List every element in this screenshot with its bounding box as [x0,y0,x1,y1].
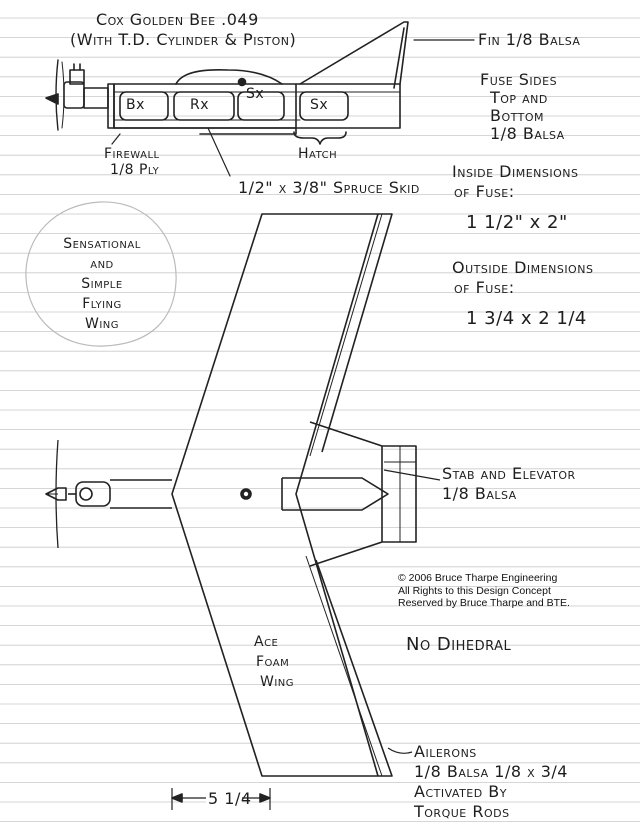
title-line-2: and [90,256,114,272]
chord-dim-label: 5 1/4 [208,789,252,808]
no-dihedral-label: No Dihedral [406,634,512,655]
title-line-3: Simple [81,276,123,292]
side-spinner [45,93,59,105]
side-skid [113,127,297,135]
outside-dim-label-1: Outside Dimensions [452,258,594,277]
outside-dim-label-2: of Fuse: [454,278,515,297]
side-firewall [107,83,115,129]
title-line-4: Flying [82,296,122,312]
compartment-rx [173,91,235,121]
foam-label-1: Ace [254,634,279,650]
firewall-label-1: Firewall [104,146,160,162]
compartment-sx-1 [237,91,285,121]
top-propeller [55,439,59,549]
side-canopy [175,68,283,85]
fuse-sides-label-2: Top and [490,88,548,107]
compartment-sx-label-2: Sx [310,97,329,113]
title-line-1: Sensational [63,236,141,252]
side-fin [299,21,409,85]
compartment-rx-label: Rx [190,97,210,113]
copyright-line-2: All Rights to this Design Concept [398,584,551,597]
compartment-sx-label-1: Sx [246,86,265,102]
foam-label-3: Wing [260,674,295,690]
ruled-lines [0,17,640,822]
compartment-sx-2 [299,91,349,121]
title-circle [25,201,177,347]
foam-label-2: Foam [256,654,290,670]
fuse-sides-label-1: Fuse Sides [480,70,558,89]
ailerons-label-1: Ailerons [414,742,477,761]
ailerons-label-2: 1/8 Balsa 1/8 x 3/4 [414,762,568,781]
engine-line2: (With T.D. Cylinder & Piston) [70,30,297,49]
hatch-bracket [293,131,347,145]
side-engine [63,81,85,109]
fin-label: Fin 1/8 Balsa [478,30,581,49]
fuselage-side-view [45,21,475,177]
aileron-top [321,213,393,453]
engine-line1: Cox Golden Bee .049 [96,10,259,29]
title-line-5: Wing [84,316,120,332]
wing-outline [171,213,379,777]
ailerons-label-3: Activated By [414,782,508,801]
inside-dim-label-1: Inside Dimensions [452,162,579,181]
stabilizer [309,421,417,567]
top-engine [75,481,111,507]
outside-dim-value: 1 3/4 x 2 1/4 [466,308,587,329]
copyright-notice: © 2006 Bruce Tharpe Engineering All Righ… [398,572,570,610]
firewall-label-2: 1/8 Ply [110,162,160,178]
fuse-sides-label-4: 1/8 Balsa [490,124,565,143]
hatch-label: Hatch [298,146,338,162]
stab-label-2: 1/8 Balsa [442,484,517,503]
inside-dim-value: 1 1/2" x 2" [466,212,568,233]
copyright-line-3: Reserved by Bruce Tharpe and BTE. [398,597,570,609]
skid-label: 1/2" x 3/8" Spruce Skid [238,178,420,197]
copyright-line-1: © 2006 Bruce Tharpe Engineering [398,572,558,584]
fuse-sides-label-3: Bottom [490,106,545,125]
stab-label-1: Stab and Elevator [442,464,576,483]
fuselage-rear [282,477,389,511]
inside-dim-label-2: of Fuse: [454,182,515,201]
compartment-bx [119,91,169,121]
aileron-bottom [315,559,393,777]
compartment-bx-label: Bx [126,97,145,113]
ailerons-label-4: Torque Rods [414,802,510,821]
wing-top-view [45,213,441,810]
